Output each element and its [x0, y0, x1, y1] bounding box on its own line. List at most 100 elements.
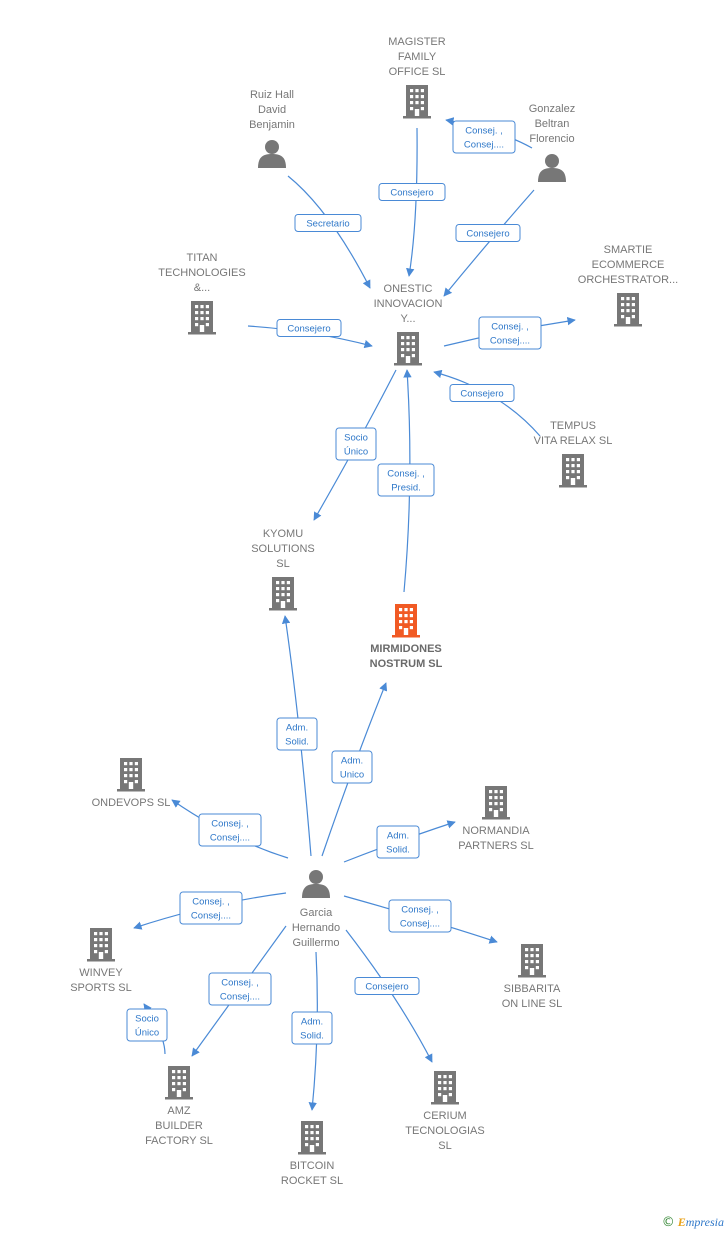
relation-edge: Consejero [443, 189, 535, 297]
relation-label-text: Consej. , [401, 905, 439, 916]
building-icon [431, 1071, 459, 1105]
node-label: Gonzalez [529, 103, 575, 115]
node-onestic[interactable]: ONESTICINNOVACIONY... [374, 283, 443, 366]
node-label: Benjamin [249, 119, 295, 131]
person-icon [258, 140, 286, 168]
node-label: OFFICE SL [389, 66, 446, 78]
brand-initial: E [677, 1215, 686, 1229]
relation-label-text: Consej.... [464, 140, 504, 151]
node-label: Ruiz Hall [250, 89, 294, 101]
relation-label-text: Adm. [341, 756, 363, 767]
node-label: Florencio [529, 133, 574, 145]
node-ondevops[interactable]: ONDEVOPS SL [92, 758, 171, 809]
relation-edge: Consejero [378, 127, 446, 277]
relation-label[interactable]: Consej. ,Consej.... [478, 316, 542, 350]
relation-label-text: Secretario [306, 219, 349, 230]
relation-label-box [331, 750, 373, 784]
relation-label[interactable]: Adm.Solid. [376, 825, 420, 859]
node-label: Hernando [292, 922, 340, 934]
edge-arrow [406, 127, 418, 277]
relation-label[interactable]: Consej. , Consej.... [388, 899, 452, 933]
relation-edge: Consej. ,Consej.... [191, 925, 287, 1057]
relation-label[interactable]: Consejero [455, 224, 521, 242]
relation-label-text: Consej.... [400, 919, 440, 930]
relation-label[interactable]: Secretario [294, 214, 362, 232]
building-icon [392, 604, 420, 638]
relation-label[interactable]: Consej. ,Presid. [377, 463, 435, 497]
node-label: Y... [400, 313, 415, 325]
relation-label-text: Adm. [301, 1017, 323, 1028]
brand-name: mpresia [685, 1215, 724, 1229]
relation-label[interactable]: Adm. Solid. [276, 717, 318, 751]
relation-label[interactable]: Consejero [276, 319, 342, 337]
relation-label-text: Adm. [286, 723, 308, 734]
relation-label[interactable]: Adm.Solid. [291, 1011, 333, 1045]
relation-label[interactable]: Adm.Unico [331, 750, 373, 784]
relation-edge: Consejero [345, 929, 433, 1063]
copyright-footer: © Empresia [662, 1215, 724, 1230]
node-label: PARTNERS SL [458, 840, 533, 852]
relation-edge: Consej. ,Consej.... [443, 316, 576, 350]
relation-edge: Adm. Solid. [276, 615, 318, 857]
relation-edge: Consejero [433, 369, 541, 437]
node-label: INNOVACION [374, 298, 443, 310]
relation-edge: Consej. ,Consej.... [133, 891, 287, 930]
relation-label-box [208, 972, 272, 1006]
relation-label[interactable]: Consej. ,Consej.... [208, 972, 272, 1006]
relation-label-box [276, 319, 342, 337]
person-icon [538, 154, 566, 182]
node-label: Garcia [300, 907, 333, 919]
relation-edge: Consej. , Consej.... [445, 117, 533, 154]
relation-label-text: Consejero [390, 188, 433, 199]
person-icon [302, 870, 330, 898]
node-label: TECNOLOGIAS [405, 1125, 484, 1137]
node-label: David [258, 104, 286, 116]
building-icon [87, 928, 115, 962]
node-label: TITAN [187, 252, 218, 264]
node-label: ECOMMERCE [592, 259, 665, 271]
node-label: SIBBARITA [504, 983, 561, 995]
node-label: ON LINE SL [502, 998, 563, 1010]
node-label: KYOMU [263, 528, 303, 540]
relation-label[interactable]: Consejero [354, 977, 420, 995]
relation-label-box [449, 384, 515, 402]
node-smartie[interactable]: SMARTIEECOMMERCEORCHESTRATOR... [578, 244, 678, 327]
relation-label-text: Único [344, 447, 368, 458]
relation-label-text: Consej.... [220, 992, 260, 1003]
relation-edge: Adm.Solid. [291, 951, 333, 1111]
relation-label[interactable]: Consejero [378, 183, 446, 201]
node-label: SL [438, 1140, 451, 1152]
relation-label[interactable]: Consej. , Consej.... [452, 120, 516, 154]
relation-edge: Consej. ,Presid. [377, 369, 435, 593]
relation-label[interactable]: Consej. ,Consej.... [198, 813, 262, 847]
relation-label-text: Consej.... [191, 911, 231, 922]
relation-label-text: Consej. , [465, 126, 503, 137]
node-sibbarita[interactable]: SIBBARITA ON LINE SL [502, 944, 563, 1010]
relation-label[interactable]: Consej. ,Consej.... [179, 891, 243, 925]
relation-label-box [478, 316, 542, 350]
relation-label[interactable]: Consejero [449, 384, 515, 402]
relation-label-box [388, 899, 452, 933]
node-label: &... [194, 282, 211, 294]
building-icon [394, 332, 422, 366]
node-titan[interactable]: TITANTECHNOLOGIES&... [158, 252, 246, 335]
relation-label-text: Consejero [287, 324, 330, 335]
edge-arrow [443, 189, 535, 297]
building-icon [559, 454, 587, 488]
relation-label-text: Solid. [285, 737, 309, 748]
